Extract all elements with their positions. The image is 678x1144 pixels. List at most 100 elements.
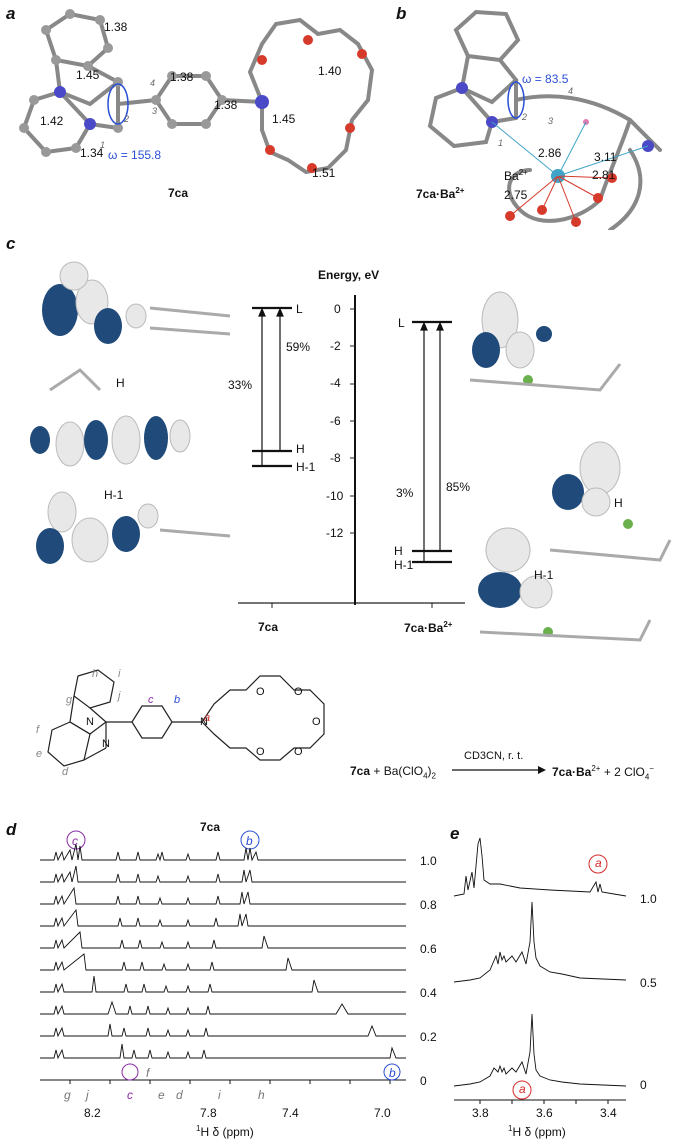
level-label: H-1 bbox=[296, 460, 316, 474]
atom-O: O bbox=[294, 746, 303, 758]
peak-tag-a: a bbox=[519, 1082, 526, 1096]
peak-tag-c: c bbox=[72, 834, 78, 848]
ba-ion-label: Ba2+ bbox=[504, 168, 528, 183]
x-tick: 3.6 bbox=[536, 1106, 553, 1120]
x-category: 7ca·Ba2+ bbox=[404, 620, 453, 635]
orbital-label: H-1 bbox=[104, 488, 124, 502]
atom-O: O bbox=[256, 746, 265, 758]
peak-tag-b: b bbox=[246, 834, 253, 848]
peak-label: i bbox=[218, 1088, 221, 1102]
atom-number: 2 bbox=[522, 112, 528, 122]
y-tick: -10 bbox=[326, 489, 344, 503]
proton-label-e: e bbox=[36, 748, 43, 760]
bond-label: 1.40 bbox=[318, 64, 342, 78]
orbital-label: H bbox=[116, 376, 125, 390]
compound-label: 7ca bbox=[168, 186, 189, 200]
y-tick: -8 bbox=[330, 451, 341, 465]
peak-label: f bbox=[146, 1066, 150, 1080]
proton-label-j: j bbox=[118, 690, 121, 702]
proton-label-h: h bbox=[92, 668, 99, 680]
ratio-label: 0.4 bbox=[420, 986, 437, 1000]
y-tick: 0 bbox=[334, 302, 341, 316]
atom-N: N bbox=[86, 716, 94, 728]
ratio-label: 0.2 bbox=[420, 1030, 437, 1044]
proton-label-a: a bbox=[204, 712, 211, 724]
peak-label: d bbox=[176, 1088, 183, 1102]
level-label: H bbox=[394, 544, 403, 558]
nmr-spectra-e bbox=[453, 837, 627, 1104]
y-tick: -12 bbox=[326, 526, 344, 540]
level-label: H-1 bbox=[394, 558, 414, 572]
reaction-reactants: 7ca + Ba(ClO4)2 bbox=[350, 764, 436, 781]
distance-label: 2.86 bbox=[538, 146, 562, 160]
ratio-label: 0.6 bbox=[420, 942, 437, 956]
proton-label-f: f bbox=[36, 724, 40, 736]
transition-percent: 59% bbox=[286, 340, 311, 354]
bond-label: 1.51 bbox=[312, 166, 336, 180]
peak-label: c bbox=[127, 1088, 133, 1102]
peak-label: h bbox=[258, 1088, 265, 1102]
atom-O: O bbox=[256, 686, 265, 698]
orbital-7ca-H1 bbox=[36, 491, 231, 564]
atom-number: 1 bbox=[100, 140, 106, 150]
x-tick: 7.8 bbox=[200, 1106, 217, 1120]
x-axis-label: 1H δ (ppm) bbox=[196, 1124, 254, 1139]
structure-7ca-ba bbox=[427, 9, 662, 230]
peak-label: j bbox=[86, 1088, 89, 1102]
panel-label-d: d bbox=[6, 820, 17, 839]
x-tick: 3.4 bbox=[600, 1106, 617, 1120]
reaction-conditions: CD3CN, r. t. bbox=[464, 750, 524, 762]
x-tick: 8.2 bbox=[84, 1106, 101, 1120]
bond-label: 1.38 bbox=[214, 98, 238, 112]
ratio-label: 0.8 bbox=[420, 898, 437, 912]
energy-diagram bbox=[30, 261, 672, 642]
orbital-7caBa-L bbox=[469, 291, 622, 392]
atom-N: N bbox=[102, 738, 110, 750]
proton-label-c: c bbox=[148, 694, 154, 706]
proton-label-d: d bbox=[62, 766, 69, 778]
panel-label-c: c bbox=[6, 234, 16, 253]
panel-label-e: e bbox=[450, 824, 460, 843]
panel-label-a: a bbox=[6, 4, 16, 23]
atom-O: O bbox=[294, 686, 303, 698]
y-tick: -4 bbox=[330, 376, 341, 390]
axis-title: Energy, eV bbox=[318, 268, 380, 282]
y-tick: -6 bbox=[330, 414, 341, 428]
orbital-label: H-1 bbox=[534, 568, 554, 582]
ratio-label: 1.0 bbox=[640, 892, 657, 906]
ratio-label: 1.0 bbox=[420, 854, 437, 868]
proton-label-b: b bbox=[174, 694, 181, 706]
distance-label: 2.81 bbox=[592, 168, 616, 182]
level-label: H bbox=[296, 442, 305, 456]
x-tick: 7.4 bbox=[282, 1106, 299, 1120]
omega-label: ω = 155.8 bbox=[108, 148, 162, 162]
proton-label-g: g bbox=[66, 694, 73, 706]
atom-N: N bbox=[200, 716, 208, 728]
bond-label: 1.38 bbox=[170, 70, 194, 84]
atom-number: 4 bbox=[568, 86, 574, 96]
x-category: 7ca bbox=[258, 620, 279, 634]
x-axis-label: 1H δ (ppm) bbox=[508, 1124, 566, 1139]
bond-label: 1.38 bbox=[104, 20, 128, 34]
atom-O: O bbox=[312, 716, 321, 728]
x-tick: 3.8 bbox=[472, 1106, 489, 1120]
bond-label: 1.42 bbox=[40, 114, 64, 128]
transition-percent: 3% bbox=[396, 486, 414, 500]
atom-number: 3 bbox=[152, 106, 158, 116]
orbital-7caBa-H1 bbox=[478, 527, 652, 642]
atom-number: 1 bbox=[498, 138, 504, 148]
omega-label: ω = 83.5 bbox=[522, 72, 569, 86]
level-label: L bbox=[398, 316, 405, 330]
y-tick: -2 bbox=[330, 339, 341, 353]
peak-label: g bbox=[64, 1088, 71, 1102]
peak-label: e bbox=[158, 1088, 165, 1102]
panel-label-b: b bbox=[396, 4, 407, 23]
ratio-label: 0.5 bbox=[640, 976, 657, 990]
orbital-label: H bbox=[614, 496, 623, 510]
compound-label: 7ca·Ba2+ bbox=[416, 186, 465, 201]
bond-label: 1.34 bbox=[80, 146, 104, 160]
nmr-title: 7ca bbox=[200, 820, 221, 834]
transition-percent: 33% bbox=[228, 378, 253, 392]
reaction-arrow bbox=[452, 766, 546, 774]
bond-label: 1.45 bbox=[272, 112, 296, 126]
